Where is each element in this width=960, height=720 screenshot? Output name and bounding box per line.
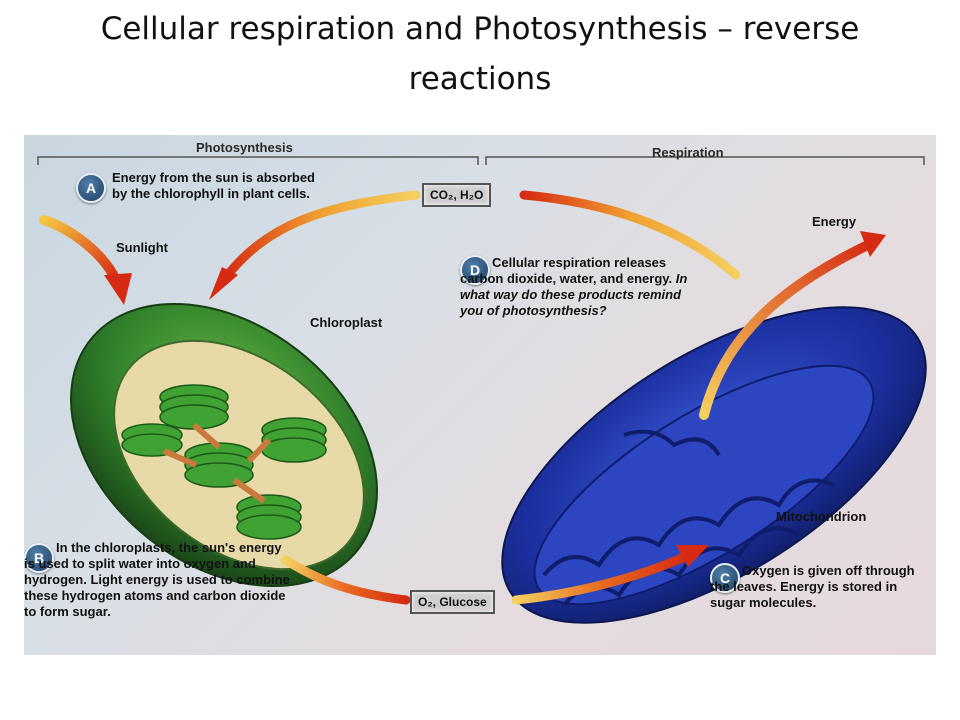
- step-d-text: Cellular respiration releases carbon dio…: [460, 255, 673, 286]
- mitochondrion-label: Mitochondrion: [776, 509, 867, 524]
- top-right-arrow: [519, 190, 741, 280]
- top-left-arrowhead: [209, 267, 238, 300]
- o2-glucose-box: O₂, Glucose: [410, 590, 495, 614]
- bottom-right-arrow: [511, 550, 694, 605]
- step-d-caption: Cellular respiration releases carbon dio…: [460, 255, 690, 319]
- step-d-question: In what way do these products remind you…: [460, 271, 688, 318]
- slide-title: Cellular respiration and Photosynthesis …: [100, 11, 860, 97]
- sunlight-arrow: [39, 215, 121, 285]
- energy-arrow: [699, 238, 877, 420]
- step-b-badge: B: [24, 543, 54, 573]
- sunlight-label: Sunlight: [116, 240, 168, 255]
- top-left-arrow: [219, 190, 421, 285]
- step-d-badge: D: [460, 255, 490, 285]
- chloroplast-illustration: [70, 302, 378, 588]
- respiration-bracket: [485, 156, 925, 165]
- bottom-right-arrowhead: [676, 545, 709, 567]
- photosynthesis-bracket: [37, 156, 479, 165]
- energy-arrowhead: [860, 231, 886, 257]
- diagram-artwork: [37, 156, 927, 624]
- chloroplast-label: Chloroplast: [310, 315, 383, 330]
- co2-h2o-box: CO₂, H₂O: [422, 183, 492, 207]
- energy-label: Energy: [812, 214, 857, 229]
- mitochondrion-illustration: [501, 306, 927, 624]
- diagram-figure: Photosynthesis Respiration CO₂, H₂O O₂, …: [24, 135, 936, 655]
- section-respiration: Respiration: [652, 145, 724, 160]
- sunlight-arrowhead: [104, 273, 132, 305]
- step-a-badge: A: [76, 173, 106, 203]
- step-c-badge: C: [710, 563, 740, 593]
- section-photosynthesis: Photosynthesis: [196, 140, 293, 155]
- bottom-left-arrow: [281, 555, 411, 605]
- step-c-caption: Oxygen is given off through the leaves. …: [710, 563, 915, 610]
- step-b-caption: In the chloroplasts, the sun's energy is…: [24, 540, 290, 619]
- step-a-caption: Energy from the sun is absorbed by the c…: [112, 170, 315, 201]
